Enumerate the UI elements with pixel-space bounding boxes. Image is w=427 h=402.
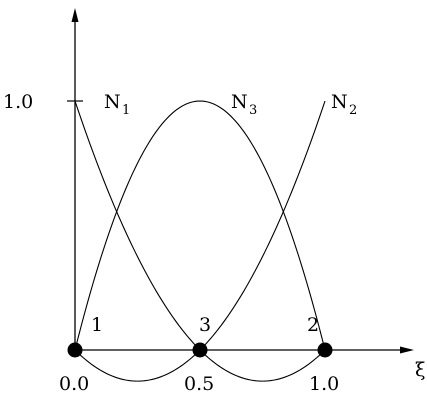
curve-n2: [74, 100, 326, 382]
svg-text:N: N: [231, 91, 248, 113]
svg-text:N: N: [331, 91, 348, 113]
label-n2: N 2: [331, 91, 357, 118]
y-tick-label-1: 1.0: [3, 91, 33, 113]
x-axis-label: ξ: [415, 359, 425, 381]
x-tick-label-1: 1.0: [309, 373, 339, 395]
x-tick-label-05: 0.5: [184, 373, 214, 395]
x-tick-label-0: 0.0: [59, 373, 89, 395]
x-axis-arrowhead: [400, 346, 414, 354]
y-axis-arrowhead: [71, 8, 79, 22]
svg-text:N: N: [104, 91, 121, 113]
svg-text:1: 1: [122, 103, 130, 118]
node-label-2: 2: [307, 314, 319, 336]
node-dot-3: [192, 342, 208, 358]
node-dot-1: [67, 342, 83, 358]
label-n1: N 1: [104, 91, 130, 118]
nodes: [67, 342, 333, 358]
label-n3: N 3: [231, 91, 257, 118]
node-dot-2: [317, 342, 333, 358]
curve-n3: [74, 100, 326, 351]
node-label-1: 1: [91, 314, 103, 336]
svg-text:3: 3: [249, 103, 257, 118]
node-label-3: 3: [199, 314, 211, 336]
svg-text:2: 2: [349, 103, 357, 118]
curves: [74, 100, 326, 382]
curve-n1: [74, 100, 326, 382]
